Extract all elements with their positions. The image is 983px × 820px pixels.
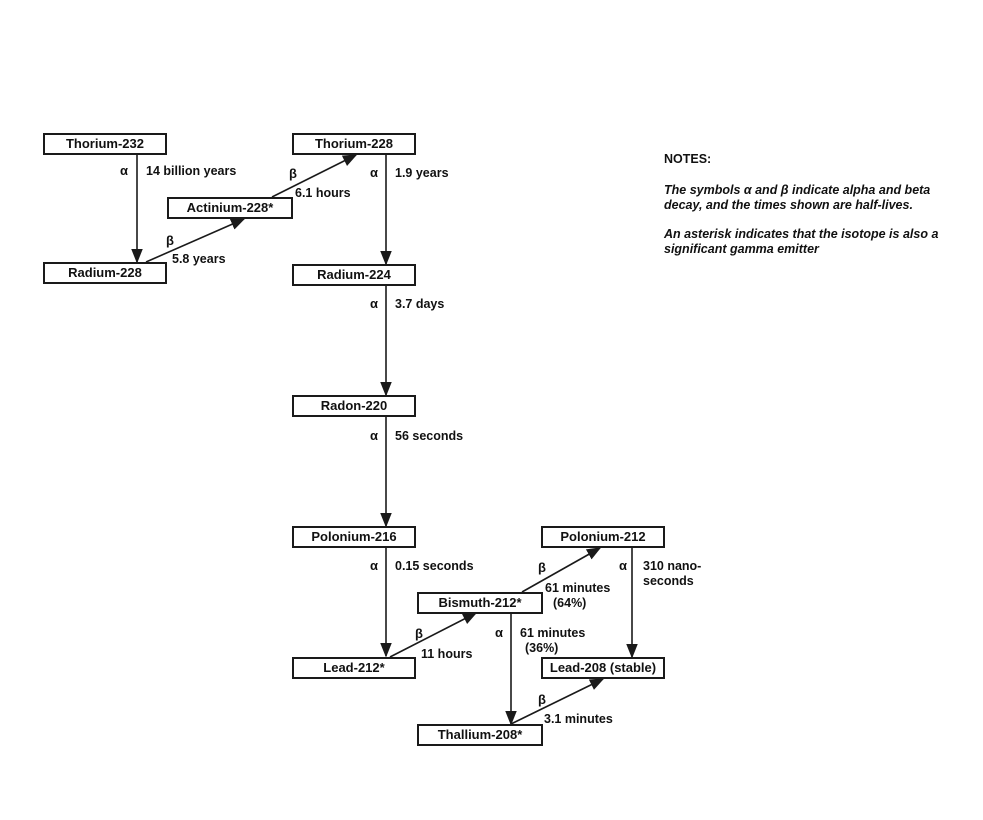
- isotope-box-actinium-228: Actinium-228*: [167, 197, 293, 219]
- half-life-label: 310 nano-: [643, 559, 702, 573]
- half-life-label: 0.15 seconds: [395, 559, 474, 573]
- arrow-pb212-bi212: [389, 612, 478, 658]
- half-life-label: 5.8 years: [172, 252, 226, 266]
- note-asterisk: An asterisk indicates that the isotope i…: [664, 227, 939, 256]
- isotope-box-radium-228: Radium-228: [43, 262, 167, 284]
- decay-symbol: α: [120, 163, 128, 178]
- branch-ratio-label: (64%): [553, 596, 587, 610]
- decay-symbol: β: [166, 233, 174, 248]
- decay-symbol: β: [538, 692, 546, 707]
- decay-symbol: β: [538, 560, 546, 575]
- decay-symbol: β: [415, 626, 423, 641]
- half-life-label: 14 billion years: [146, 164, 237, 178]
- isotope-box-thallium-208: Thallium-208*: [417, 724, 543, 746]
- half-life-label: 1.9 years: [395, 166, 449, 180]
- arrow-ra228-ac228: [145, 218, 246, 263]
- half-life-label: seconds: [643, 574, 694, 588]
- decay-symbol: β: [289, 166, 297, 181]
- isotope-box-bismuth-212: Bismuth-212*: [417, 592, 543, 614]
- half-life-label: 6.1 hours: [295, 186, 351, 200]
- isotope-box-polonium-216: Polonium-216: [292, 526, 416, 548]
- isotope-box-thorium-232: Thorium-232: [43, 133, 167, 155]
- notes-heading: NOTES:: [664, 152, 712, 166]
- half-life-label: 3.7 days: [395, 297, 445, 311]
- note-symbols: The symbols α and β indicate alpha and b…: [664, 183, 931, 212]
- decay-symbol: α: [370, 428, 378, 443]
- arrow-ac228-th228: [271, 154, 358, 198]
- branch-ratio-label: (36%): [525, 641, 559, 655]
- isotope-box-radium-224: Radium-224: [292, 264, 416, 286]
- arrow-tl208-pb208: [510, 678, 605, 725]
- decay-symbol: α: [495, 625, 503, 640]
- notes-panel: NOTES: The symbols α and β indicate alph…: [664, 152, 964, 271]
- isotope-box-lead-212: Lead-212*: [292, 657, 416, 679]
- half-life-label: 11 hours: [421, 647, 473, 661]
- isotope-box-radon-220: Radon-220: [292, 395, 416, 417]
- arrow-bi212-po212: [521, 547, 602, 593]
- half-life-label: 61 minutes: [520, 626, 586, 640]
- isotope-box-thorium-228: Thorium-228: [292, 133, 416, 155]
- decay-symbol: α: [370, 558, 378, 573]
- isotope-box-polonium-212: Polonium-212: [541, 526, 665, 548]
- decay-symbol: α: [370, 296, 378, 311]
- half-life-label: 61 minutes: [545, 581, 611, 595]
- decay-symbol: α: [370, 165, 378, 180]
- half-life-label: 3.1 minutes: [544, 712, 613, 726]
- isotope-box-lead-208: Lead-208 (stable): [541, 657, 665, 679]
- decay-symbol: α: [619, 558, 627, 573]
- half-life-label: 56 seconds: [395, 429, 464, 443]
